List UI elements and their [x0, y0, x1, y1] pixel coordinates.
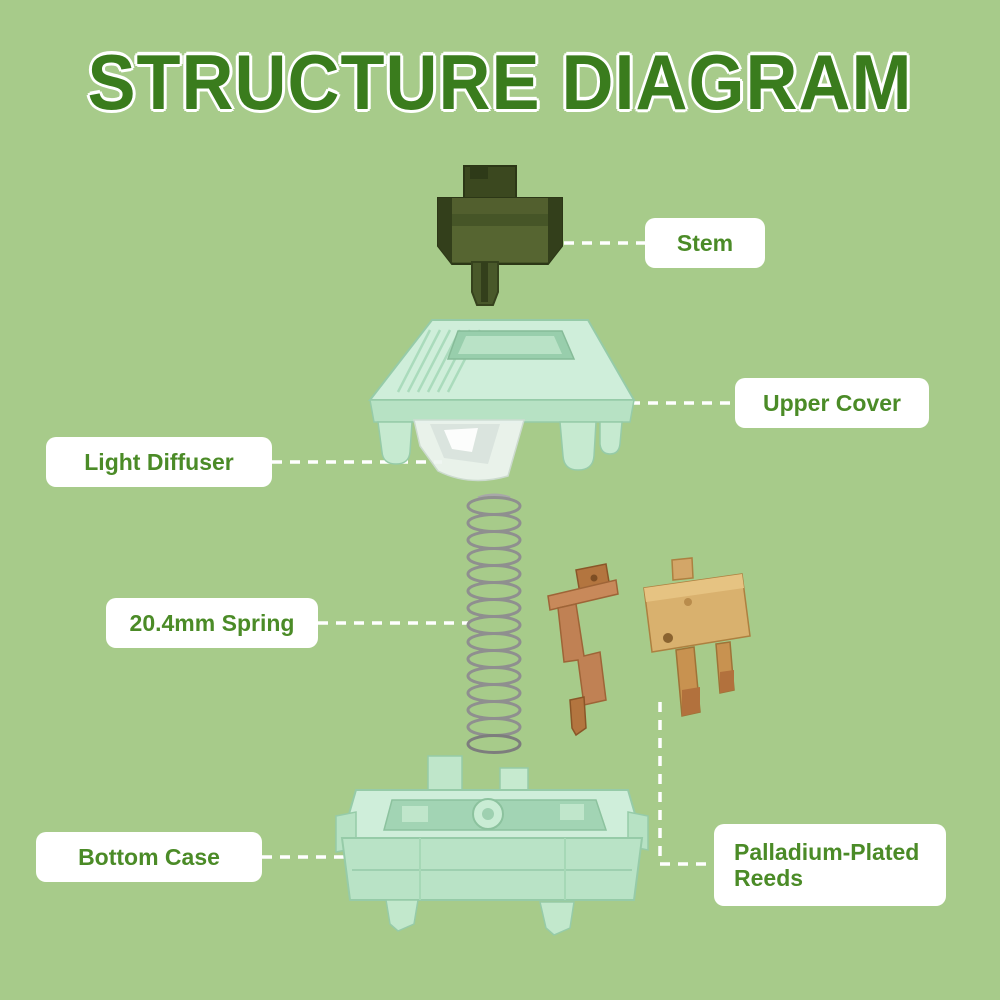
label-stem: Stem — [645, 218, 765, 268]
label-upper-cover: Upper Cover — [735, 378, 929, 428]
label-bottom-case: Bottom Case — [36, 832, 262, 882]
spring-part — [466, 493, 522, 754]
label-light-diffuser: Light Diffuser — [46, 437, 272, 487]
upper-cover-part — [367, 319, 636, 482]
copper-reed — [547, 563, 619, 737]
bottom-case-part — [335, 755, 649, 936]
label-spring: 20.4mm Spring — [106, 598, 318, 648]
page-title: STRUCTURE DIAGRAM — [87, 39, 913, 127]
brass-reed — [643, 557, 751, 717]
light-diffuser-part — [413, 419, 525, 482]
label-reeds: Palladium-Plated Reeds — [714, 824, 946, 906]
stem-part — [437, 165, 563, 306]
connector-reeds — [658, 702, 714, 866]
reeds-part — [547, 557, 751, 737]
